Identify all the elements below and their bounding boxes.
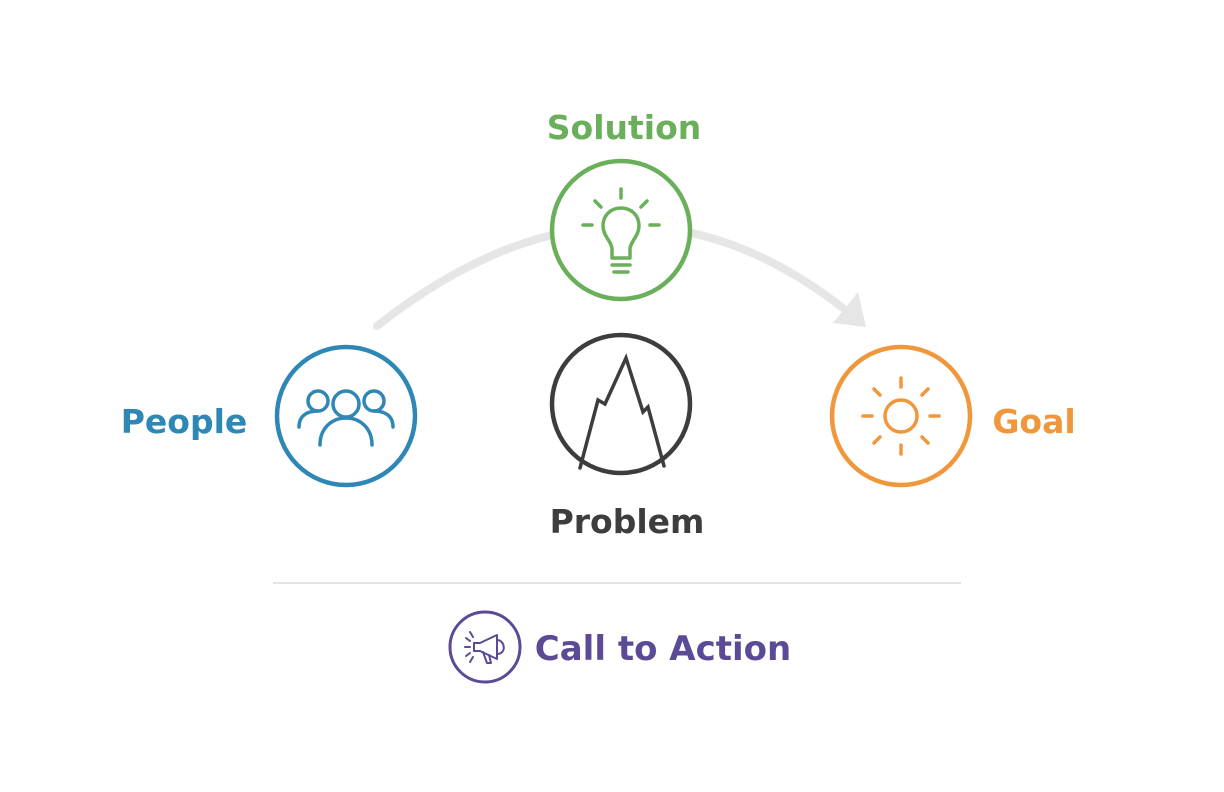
- solution-node: Solution: [547, 108, 702, 302]
- flow-arrowhead: [833, 292, 866, 327]
- sun-icon: [861, 376, 941, 456]
- solution-label: Solution: [547, 108, 702, 147]
- problem-label: Problem: [550, 502, 705, 541]
- megaphone-icon: [464, 631, 505, 664]
- problem-node: Problem: [549, 332, 705, 541]
- people-node: People: [121, 344, 418, 488]
- mountain-icon: [578, 353, 666, 470]
- problem-circle: [549, 332, 693, 476]
- goal-circle: [829, 344, 973, 488]
- goal-node: Goal: [829, 344, 1076, 488]
- cta-circle: [448, 610, 522, 684]
- cta-label: Call to Action: [535, 629, 791, 669]
- people-label: People: [121, 402, 248, 441]
- solution-circle: [549, 158, 693, 302]
- goal-label: Goal: [992, 402, 1075, 441]
- lightbulb-icon: [581, 187, 661, 274]
- call-to-action: Call to Action: [448, 610, 791, 684]
- people-icon: [297, 389, 395, 447]
